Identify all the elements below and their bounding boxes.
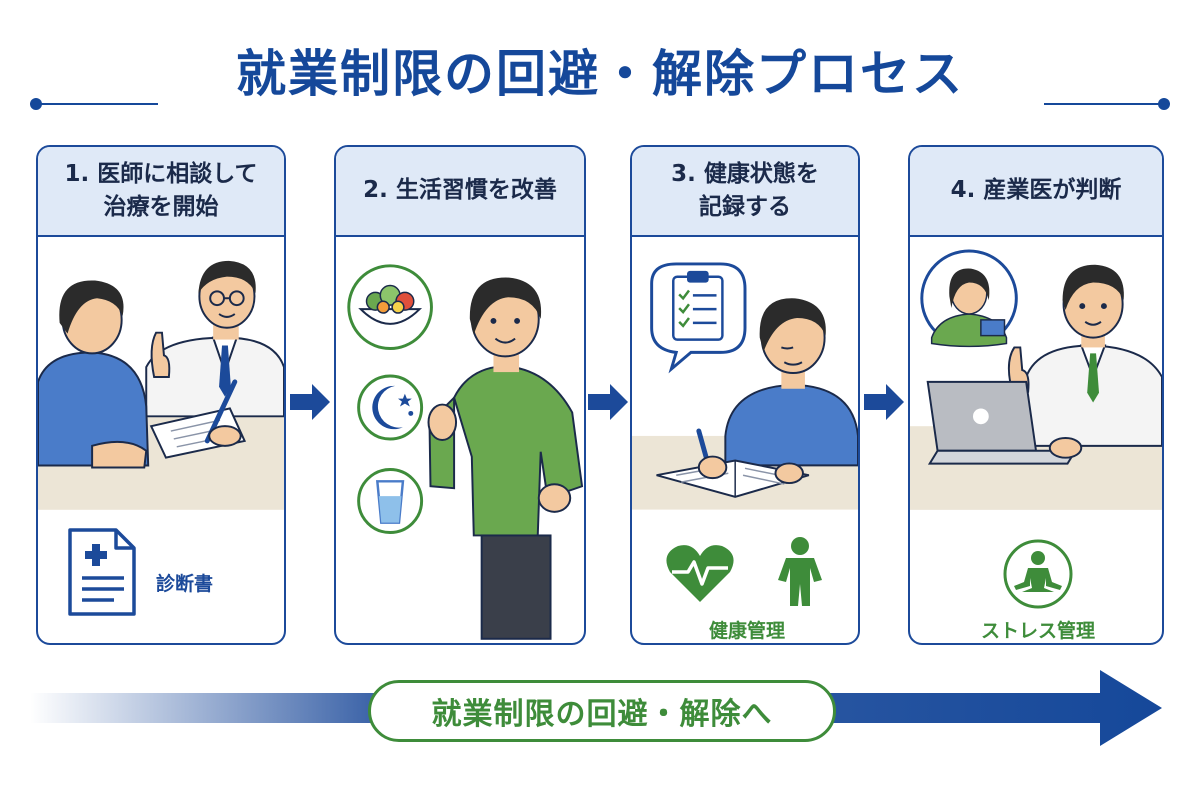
step-card-2: 2. 生活習慣を改善 [334,145,586,645]
water-glass-icon [357,468,424,534]
title-left-line [36,103,158,105]
salad-bowl-icon [347,264,433,350]
step-1-header: 1. 医師に相談して 治療を開始 [38,147,284,237]
step-4-title-line1: 4. 産業医が判断 [950,177,1122,204]
step-3-title-line1: 3. 健康状態を [671,160,819,187]
step-1-footer: 診断書 [38,512,284,642]
heart-pulse-icon [666,545,734,602]
step-1-footer-label: 診断書 [156,573,214,595]
clipboard-checklist-icon [650,262,747,374]
step-3-footer: 健康管理 [632,532,858,643]
occupational-physician-illustration [910,239,1162,510]
doctor-consultation-illustration [38,239,284,510]
step-2-title-line1: 2. 生活習慣を改善 [363,177,557,204]
step-3-footer-label: 健康管理 [708,620,785,642]
step-card-3: 3. 健康状態を 記録する [630,145,860,645]
step-1-title-line1: 1. 医師に相談して [64,160,258,187]
step-3-title-line2: 記録する [699,194,791,220]
page-title: 就業制限の回避・解除プロセス [236,45,964,103]
lifestyle-illustration [347,264,584,640]
step-card-4: 4. 産業医が判断 ストレス管理 [908,145,1164,645]
title-right-dot [1158,98,1170,110]
step-card-1: 1. 医師に相談して 治療を開始 [36,145,286,645]
step-1-title-line2: 治療を開始 [103,194,219,220]
outcome-banner: 就業制限の回避・解除へ [368,680,836,742]
step-4-footer-label: ストレス管理 [980,620,1095,642]
health-record-illustration [632,239,858,510]
meditation-icon [1003,539,1073,609]
medical-document-icon [68,528,136,616]
step-4-footer: ストレス管理 [910,532,1162,643]
step-arrow-3-4 [864,384,904,420]
step-2-header: 2. 生活習慣を改善 [336,147,584,237]
step-arrow-2-3 [588,384,628,420]
step-arrow-1-2 [290,384,330,420]
title-right-line [1044,103,1164,105]
step-4-header: 4. 産業医が判断 [910,147,1162,237]
step-3-header: 3. 健康状態を 記録する [632,147,858,237]
moon-stars-icon [357,374,424,441]
person-icon [778,537,822,606]
